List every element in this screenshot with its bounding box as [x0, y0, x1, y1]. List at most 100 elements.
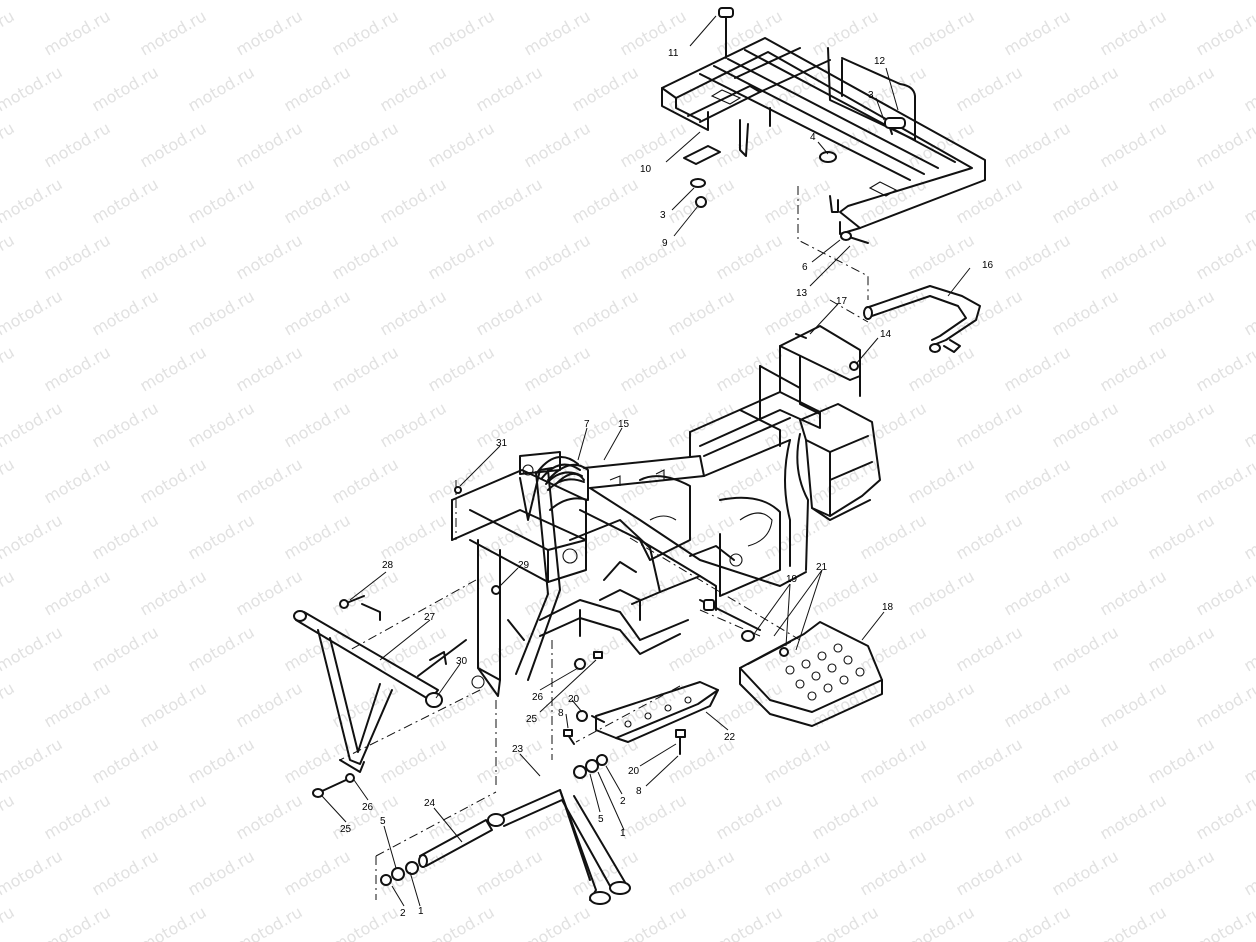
watermark-text: motod.ru [761, 0, 834, 3]
watermark-text: motod.ru [713, 790, 786, 843]
shaft-part-24 [418, 819, 493, 868]
watermark-text: motod.ru [1145, 0, 1218, 3]
watermark-text: motod.ru [905, 902, 978, 942]
watermark-text: motod.ru [233, 118, 306, 171]
watermark-text: motod.ru [809, 790, 882, 843]
watermark-text: motod.ru [1097, 790, 1170, 843]
watermark-text: motod.ru [1097, 6, 1170, 59]
watermark-text: motod.ru [1049, 62, 1122, 115]
callout-2: 2 [400, 908, 406, 919]
watermark-text: motod.ru [1145, 846, 1218, 899]
watermark-text: motod.ru [1193, 454, 1256, 507]
watermark-text: motod.ru [377, 0, 450, 3]
watermark-text: motod.ru [425, 902, 498, 942]
watermark-text: motod.ru [569, 174, 642, 227]
watermark-text: motod.ru [713, 118, 786, 171]
watermark-text: motod.ru [809, 902, 882, 942]
watermark-text: motod.ru [1049, 846, 1122, 899]
watermark-text: motod.ru [473, 734, 546, 787]
watermark-text: motod.ru [1001, 790, 1074, 843]
watermark-text: motod.ru [617, 902, 690, 942]
watermark-text: motod.ru [1097, 566, 1170, 619]
watermark-text: motod.ru [857, 622, 930, 675]
bumper-part-16 [863, 285, 981, 353]
watermark-text: motod.ru [137, 902, 210, 942]
watermark-text: motod.ru [89, 0, 162, 3]
watermark-text: motod.ru [1001, 566, 1074, 619]
watermark-text: motod.ru [1241, 510, 1256, 563]
watermark-text: motod.ru [473, 286, 546, 339]
watermark-text: motod.ru [0, 790, 18, 843]
callout-6: 6 [802, 262, 808, 273]
watermark-text: motod.ru [857, 510, 930, 563]
watermark-text: motod.ru [425, 230, 498, 283]
watermark-text: motod.ru [41, 902, 114, 942]
watermark-text: motod.ru [1193, 902, 1256, 942]
fasteners [312, 333, 859, 886]
watermark-text: motod.ru [1049, 174, 1122, 227]
watermark-text: motod.ru [1049, 734, 1122, 787]
watermark-text: motod.ru [1049, 286, 1122, 339]
watermark-text: motod.ru [0, 342, 18, 395]
watermark-text: motod.ru [185, 174, 258, 227]
watermark-text: motod.ru [233, 566, 306, 619]
watermark-text: motod.ru [137, 566, 210, 619]
watermark-text: motod.ru [377, 398, 450, 451]
watermark-text: motod.ru [41, 342, 114, 395]
watermark-text: motod.ru [473, 510, 546, 563]
watermark-text: motod.ru [905, 342, 978, 395]
watermark-text: motod.ru [329, 566, 402, 619]
watermark-text: motod.ru [329, 902, 402, 942]
watermark-text: motod.ru [1241, 62, 1256, 115]
watermark-text: motod.ru [1193, 6, 1256, 59]
watermark-text: motod.ru [617, 790, 690, 843]
watermark-text: motod.ru [1097, 902, 1170, 942]
watermark-text: motod.ru [233, 6, 306, 59]
watermark-text: motod.ru [905, 790, 978, 843]
callout-13: 13 [796, 288, 808, 299]
watermark-text: motod.ru [1097, 118, 1170, 171]
watermark-text: motod.ru [377, 286, 450, 339]
callout-8: 8 [636, 786, 642, 797]
watermark-text: motod.ru [329, 342, 402, 395]
watermark-text: motod.ru [713, 230, 786, 283]
watermark-text: motod.ru [1145, 398, 1218, 451]
watermark-text: motod.ru [329, 454, 402, 507]
watermark-text: motod.ru [281, 286, 354, 339]
watermark-text: motod.ru [953, 622, 1026, 675]
watermark-text: motod.ru [41, 790, 114, 843]
watermark-text: motod.ru [569, 62, 642, 115]
callout-4: 4 [810, 132, 816, 143]
watermark-text: motod.ru [425, 6, 498, 59]
watermark-text: motod.ru [185, 398, 258, 451]
watermark-text: motod.ru [905, 678, 978, 731]
watermark-text: motod.ru [1241, 174, 1256, 227]
watermark-text: motod.ru [185, 510, 258, 563]
main-frame [451, 325, 881, 697]
watermark-text: motod.ru [0, 622, 66, 675]
watermark-text: motod.ru [569, 398, 642, 451]
callout-26: 26 [362, 802, 374, 813]
callout-12: 12 [874, 56, 886, 67]
watermark-text: motod.ru [185, 0, 258, 3]
watermark-text: motod.ru [473, 622, 546, 675]
watermark-text: motod.ru [377, 510, 450, 563]
watermark-text: motod.ru [1049, 398, 1122, 451]
watermark-text: motod.ru [377, 734, 450, 787]
watermark-text: motod.ru [137, 118, 210, 171]
watermark-text: motod.ru [521, 902, 594, 942]
callout-9: 9 [662, 238, 668, 249]
watermark-text: motod.ru [1001, 230, 1074, 283]
watermark-text: motod.ru [1193, 230, 1256, 283]
rear-rack [661, 7, 986, 244]
watermark-text: motod.ru [473, 62, 546, 115]
a-arm-part-23 [487, 789, 631, 905]
watermark-text: motod.ru [281, 510, 354, 563]
callout-30: 30 [456, 656, 468, 667]
callout-1: 1 [418, 906, 424, 917]
watermark-text: motod.ru [905, 566, 978, 619]
watermark-text: motod.ru [41, 566, 114, 619]
watermark-text: motod.ru [1001, 454, 1074, 507]
watermark-text: motod.ru [89, 62, 162, 115]
